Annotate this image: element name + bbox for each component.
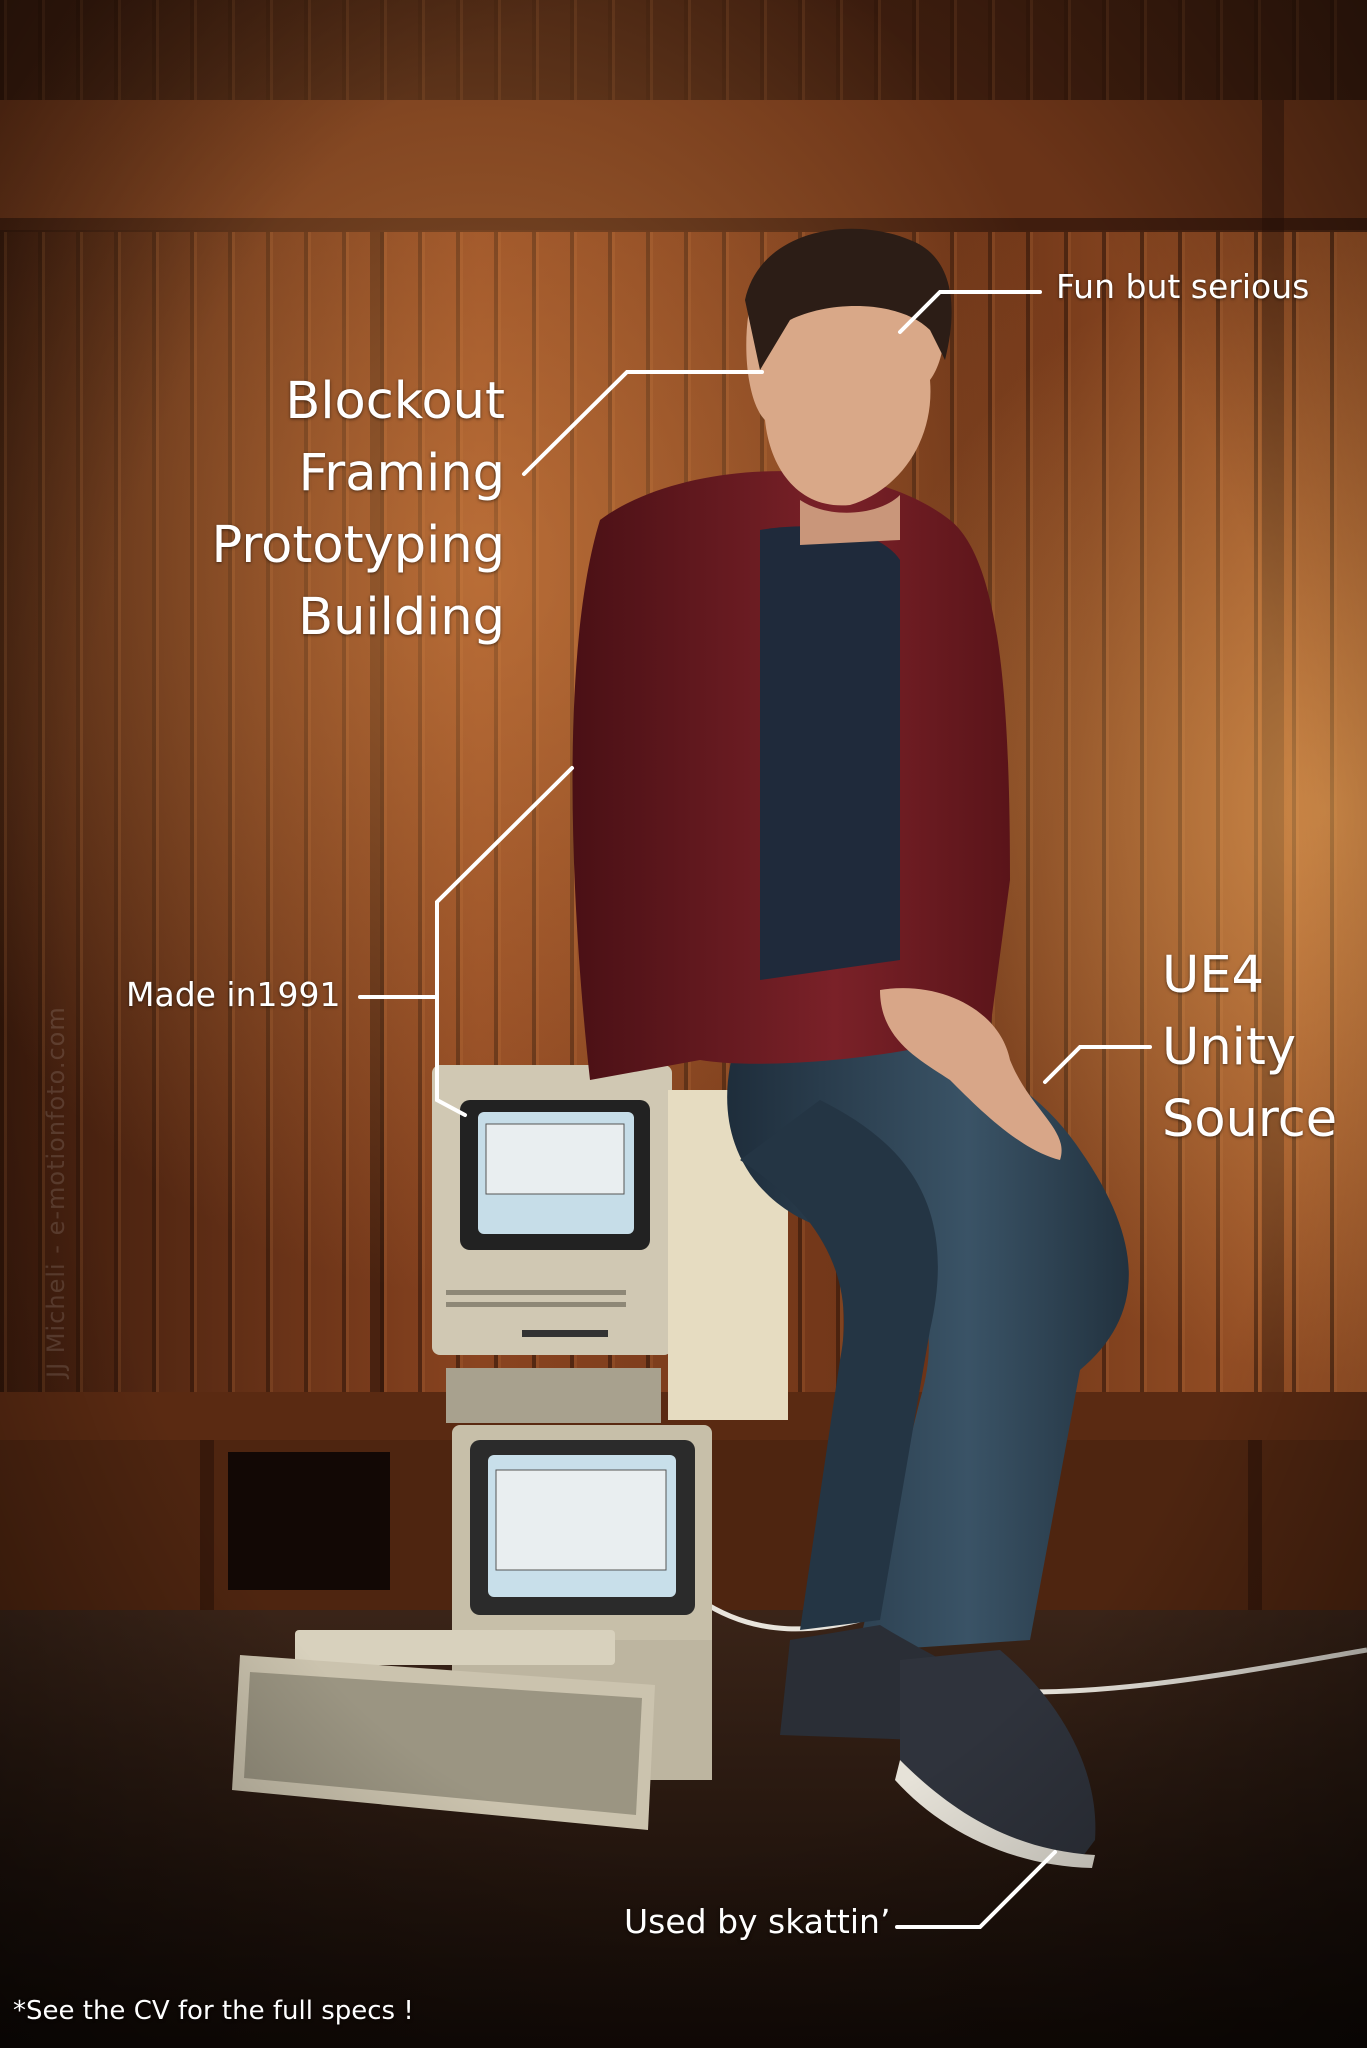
annotation-used-by-skattin: Used by skattin’ — [624, 1902, 891, 1941]
photographer-watermark: JJ Micheli - e-motionfoto.com — [42, 1006, 70, 1378]
skill-prototyping: Prototyping — [211, 516, 505, 575]
line-skills-right — [1043, 1045, 1152, 1084]
annotation-made-in-1991: Made in1991 — [126, 975, 341, 1014]
annotation-lines — [358, 290, 1152, 1929]
skill-ue4: UE4 — [1162, 946, 1264, 1005]
footnote: *See the CV for the full specs ! — [13, 1996, 414, 2026]
line-fun-but-serious — [898, 290, 1042, 334]
skill-blockout: Blockout — [285, 372, 505, 431]
skill-framing: Framing — [298, 444, 505, 503]
skill-building: Building — [298, 588, 505, 647]
line-skills-left — [522, 370, 764, 476]
annotation-skills-left: Blockout Framing Prototyping Building — [60, 366, 505, 654]
annotation-fun-but-serious: Fun but serious — [1056, 267, 1310, 306]
skill-unity: Unity — [1162, 1018, 1296, 1077]
line-used-by-skattin — [895, 1850, 1057, 1929]
skill-source: Source — [1162, 1090, 1338, 1149]
annotation-skills-right: UE4 Unity Source — [1162, 940, 1337, 1156]
line-made-in-1991 — [435, 766, 574, 1117]
